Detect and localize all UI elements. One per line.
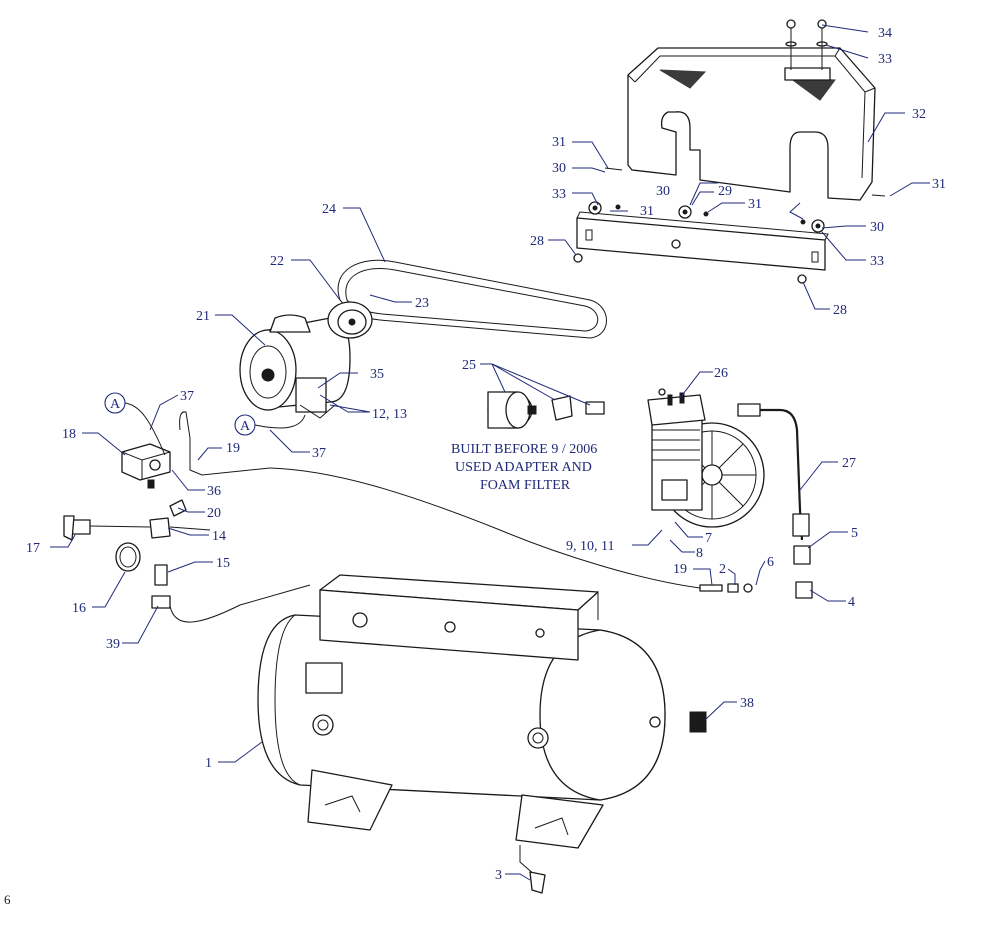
motor	[239, 314, 351, 419]
guard-bracket	[576, 211, 829, 271]
callout-22: 22	[270, 254, 284, 269]
note-line-1: BUILT BEFORE 9 / 2006	[451, 442, 597, 457]
callout-30: 30	[552, 161, 566, 176]
callout-33: 33	[870, 254, 884, 269]
manifold-tube	[169, 584, 311, 623]
callout-28: 28	[530, 234, 544, 249]
callout-2: 2	[719, 562, 726, 577]
callout-36: 36	[207, 484, 221, 499]
leader-lines	[50, 24, 930, 881]
callout-16: 16	[72, 601, 86, 616]
callout-19: 19	[673, 562, 687, 577]
callout-5: 5	[851, 526, 858, 541]
callout-20: 20	[207, 506, 221, 521]
callout-31: 31	[748, 197, 762, 212]
callout-32: 32	[912, 107, 926, 122]
callout-1: 1	[205, 756, 212, 771]
callout-31: 31	[552, 135, 566, 150]
callout-17: 17	[26, 541, 40, 556]
air-tank	[257, 574, 707, 894]
callout-35: 35	[370, 367, 384, 382]
drive-belt	[337, 259, 607, 339]
discharge-hose	[737, 403, 813, 599]
reference-a: A	[240, 419, 251, 434]
pressure-switch	[121, 443, 171, 489]
callout-3: 3	[495, 868, 502, 883]
guard-hardware	[573, 19, 886, 284]
callout-33: 33	[552, 187, 566, 202]
callout-6: 6	[767, 555, 774, 570]
callout-37: 37	[312, 446, 326, 461]
reference-markers: A A	[104, 392, 256, 436]
belt-guard	[627, 47, 876, 201]
callout-30: 30	[870, 220, 884, 235]
callout-33: 33	[878, 52, 892, 67]
page-number: 6	[4, 892, 11, 907]
callout-26: 26	[714, 366, 728, 381]
callout-39: 39	[106, 637, 120, 652]
callout-27: 27	[842, 456, 856, 471]
compressor-pump	[647, 388, 765, 528]
callout-38: 38	[740, 696, 754, 711]
callout-31: 31	[932, 177, 946, 192]
reference-a: A	[110, 397, 121, 412]
manifold	[63, 499, 211, 609]
callout-7: 7	[705, 531, 712, 546]
callout-15: 15	[216, 556, 230, 571]
callout-25: 25	[462, 358, 476, 373]
motor-pulley	[327, 301, 373, 339]
callout-18: 18	[62, 427, 76, 442]
callout-labels: 34 33 32 31 30 33 31 30 29 31 31 30 33 2…	[26, 26, 946, 883]
note-line-3: FOAM FILTER	[480, 478, 571, 493]
callout-28: 28	[833, 303, 847, 318]
callout-8: 8	[696, 546, 703, 561]
callout-21: 21	[196, 309, 210, 324]
callout-31: 31	[640, 204, 654, 219]
callout-29: 29	[718, 184, 732, 199]
callout-34: 34	[878, 26, 892, 41]
air-filter	[487, 391, 605, 429]
callout-23: 23	[415, 296, 429, 311]
note-line-2: USED ADAPTER AND	[455, 460, 592, 475]
filter-note: BUILT BEFORE 9 / 2006 USED ADAPTER AND F…	[451, 442, 597, 493]
callout-14: 14	[212, 529, 226, 544]
callout-4: 4	[848, 595, 855, 610]
unloader-tubes	[124, 402, 753, 593]
callout-12-13: 12, 13	[372, 407, 407, 422]
callout-19: 19	[226, 441, 240, 456]
callout-9-10-11: 9, 10, 11	[566, 539, 614, 554]
callout-37: 37	[180, 389, 194, 404]
callout-24: 24	[322, 202, 336, 217]
callout-30: 30	[656, 184, 670, 199]
